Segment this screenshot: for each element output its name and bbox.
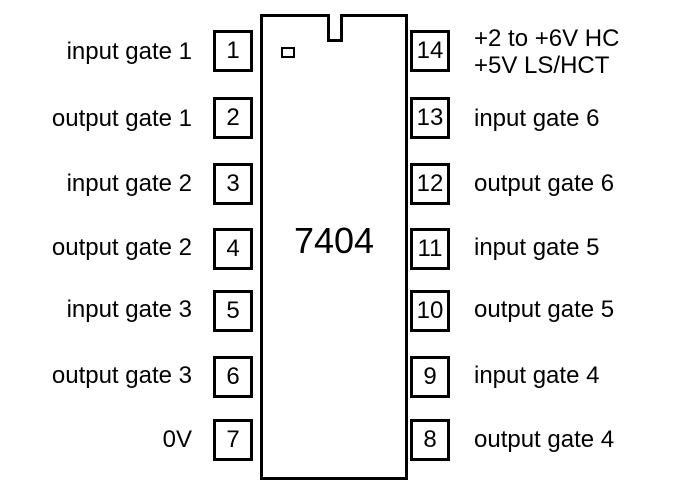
pin-8-label: output gate 4 [474, 426, 615, 453]
pin-6-label: output gate 3 [51, 362, 192, 389]
pin-11: 11 [410, 228, 450, 270]
pin-10: 10 [410, 290, 450, 332]
orientation-notch [327, 14, 343, 42]
pin-9: 9 [410, 356, 450, 398]
pin-4: 4 [213, 228, 253, 270]
pin-14: 14 [410, 30, 450, 72]
pin-6: 6 [213, 356, 253, 398]
pin-1: 1 [213, 30, 253, 72]
pin-10-label: output gate 5 [474, 296, 615, 323]
pin-5: 5 [213, 290, 253, 332]
pin-12: 12 [410, 163, 450, 205]
pin1-marker [281, 47, 295, 58]
pin-3: 3 [213, 163, 253, 205]
pin-5-label: input gate 3 [66, 296, 192, 323]
pin-9-label: input gate 4 [474, 362, 600, 389]
pin-7: 7 [213, 419, 253, 461]
pin-1-label: input gate 1 [66, 38, 192, 65]
pin-4-label: output gate 2 [51, 234, 192, 261]
pin-13-label: input gate 6 [474, 105, 600, 132]
chip-part-number: 7404 [293, 220, 375, 261]
pin-7-label: 0V [162, 426, 192, 453]
pin-13: 13 [410, 97, 450, 139]
pin-12-label: output gate 6 [474, 170, 615, 197]
pin-2: 2 [213, 97, 253, 139]
pin-8: 8 [410, 419, 450, 461]
pin-3-label: input gate 2 [66, 170, 192, 197]
ic-body: 7404 [260, 14, 408, 480]
pin-11-label: input gate 5 [474, 234, 600, 261]
pin-2-label: output gate 1 [51, 105, 192, 132]
pin-14-label-line1: +2 to +6V HC [474, 25, 620, 52]
pin-14-label-line2: +5V LS/HCT [474, 52, 610, 79]
